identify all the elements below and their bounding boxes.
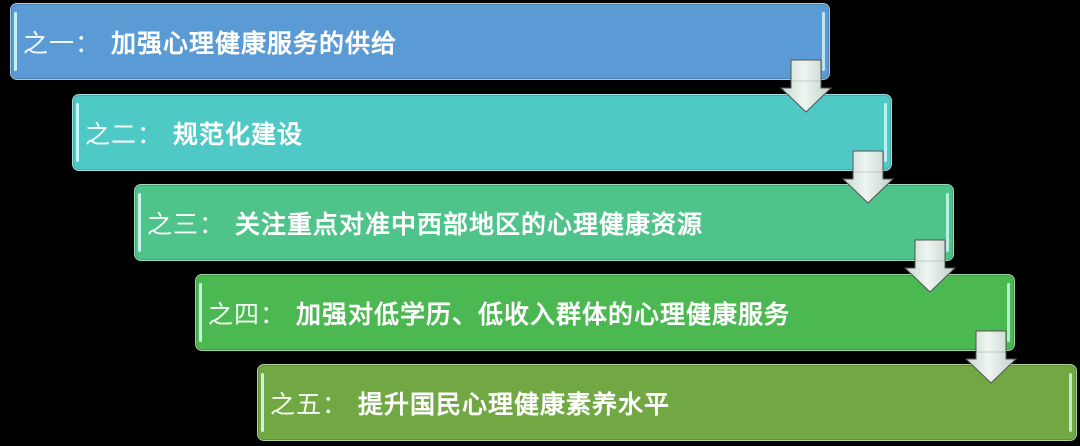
highlight-right [884, 103, 887, 162]
step-3: 之三： 关注重点对准中西部地区的心理健康资源 [134, 184, 954, 261]
highlight-right [946, 193, 949, 252]
step-prefix: 之四： [208, 299, 287, 329]
step-prefix: 之一： [23, 28, 102, 58]
down-arrow-icon [904, 239, 956, 293]
step-text: 规范化建设 [173, 119, 304, 149]
highlight-left [14, 12, 17, 71]
step-text: 关注重点对准中西部地区的心理健康资源 [235, 209, 704, 239]
highlight-right [1069, 373, 1072, 432]
step-prefix: 之五： [270, 389, 349, 419]
down-arrow-icon [965, 330, 1017, 384]
highlight-left [199, 283, 202, 342]
highlight-left [76, 103, 79, 162]
highlight-left [261, 373, 264, 432]
step-4: 之四： 加强对低学历、低收入群体的心理健康服务 [195, 274, 1015, 351]
down-arrow-icon [780, 59, 832, 113]
step-5: 之五： 提升国民心理健康素养水平 [257, 364, 1077, 441]
step-prefix: 之三： [147, 209, 226, 239]
down-arrow-icon [842, 150, 894, 204]
step-text: 提升国民心理健康素养水平 [358, 389, 671, 419]
step-text: 加强心理健康服务的供给 [111, 28, 398, 58]
highlight-right [822, 12, 825, 71]
highlight-left [138, 193, 141, 252]
step-1: 之一： 加强心理健康服务的供给 [10, 3, 830, 80]
step-text: 加强对低学历、低收入群体的心理健康服务 [296, 299, 791, 329]
step-prefix: 之二： [85, 119, 164, 149]
step-2: 之二： 规范化建设 [72, 94, 892, 171]
highlight-right [1007, 283, 1010, 342]
